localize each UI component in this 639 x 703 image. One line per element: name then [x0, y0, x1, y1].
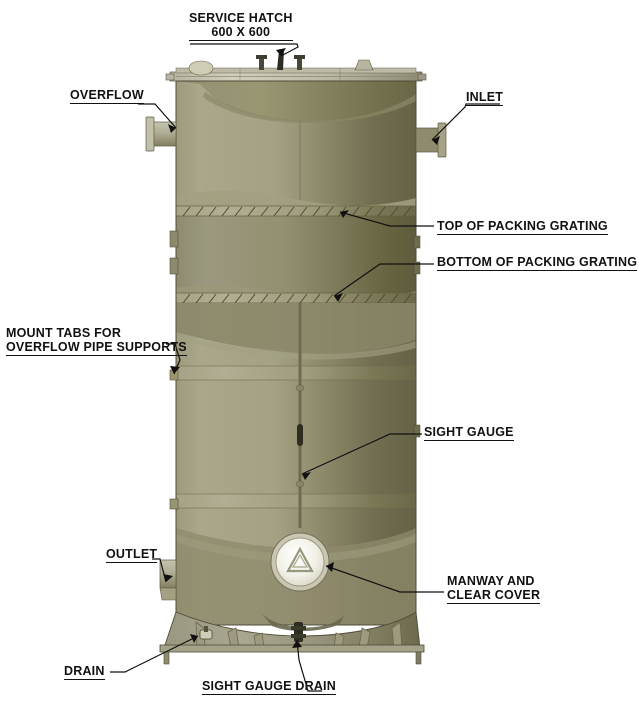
base-skirt — [159, 611, 425, 665]
label-service-hatch-line2: 600 X 600 — [211, 25, 271, 39]
leader-lines — [110, 43, 500, 692]
leader-arrowheads — [163, 48, 440, 648]
label-inlet: INLET — [466, 90, 504, 106]
label-manway-line2: CLEAR COVER — [447, 588, 541, 602]
sight-gauge — [295, 303, 305, 528]
label-manway-line1: MANWAY AND — [447, 574, 535, 588]
outlet-nozzle — [159, 559, 177, 601]
label-sight-gauge-drain: SIGHT GAUGE DRAIN — [202, 679, 336, 695]
bottom-packing-grating — [175, 292, 417, 304]
label-outlet: OUTLET — [106, 547, 158, 563]
inlet-nozzle — [415, 122, 447, 158]
label-bottom-packing-grating: BOTTOM OF PACKING GRATING — [437, 255, 638, 271]
label-top-packing-grating: TOP OF PACKING GRATING — [437, 219, 608, 235]
top-packing-grating — [175, 205, 417, 217]
right-side-tabs — [413, 235, 421, 438]
tank-top-lid — [165, 50, 427, 82]
manway-clear-cover — [270, 532, 330, 592]
label-sight-gauge: SIGHT GAUGE — [424, 425, 514, 441]
shell-rib-bands — [175, 365, 417, 509]
label-drain: DRAIN — [64, 664, 105, 680]
sight-gauge-drain-fitting — [291, 622, 306, 642]
drain-fitting — [199, 626, 213, 640]
label-service-hatch-line1: SERVICE HATCH — [189, 11, 293, 25]
label-overflow: OVERFLOW — [70, 88, 144, 104]
label-mount-tabs-line2: OVERFLOW PIPE SUPPORTS — [6, 340, 187, 354]
label-mount-tabs-line1: MOUNT TABS FOR — [6, 326, 122, 340]
